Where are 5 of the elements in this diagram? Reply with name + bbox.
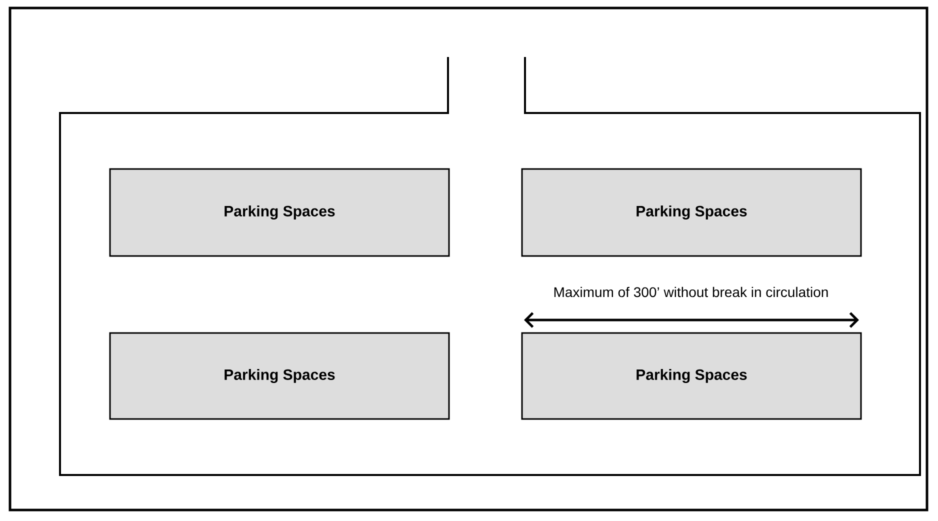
parking-box: Parking Spaces: [109, 168, 450, 257]
parking-box: Parking Spaces: [521, 168, 862, 257]
parking-box: Parking Spaces: [109, 332, 450, 420]
dimension-label: Maximum of 300’ without break in circulation: [554, 286, 828, 298]
parking-box: Parking Spaces: [521, 332, 862, 420]
